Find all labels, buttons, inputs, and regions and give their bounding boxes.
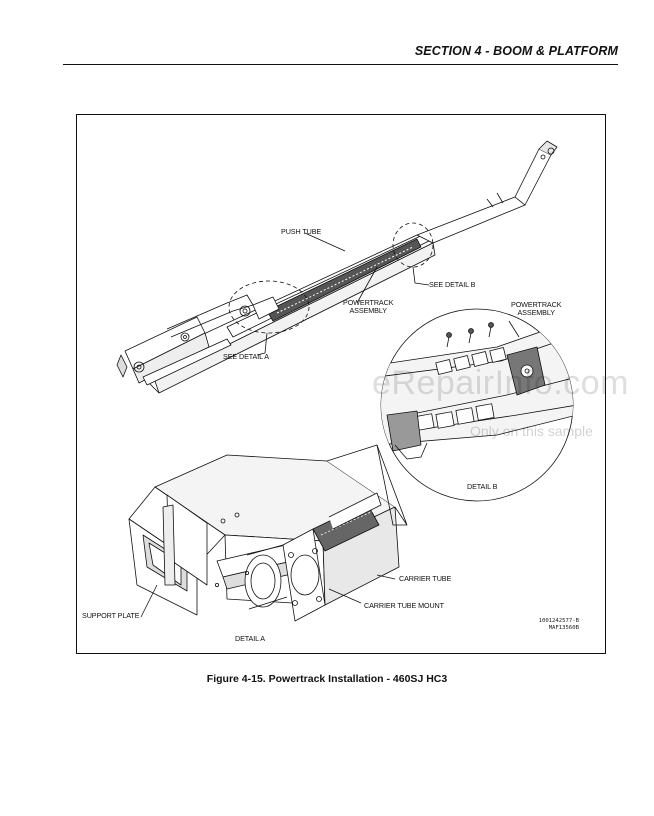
watermark-site: eRepairInfo.com <box>372 364 629 402</box>
label-powertrack-line2: ASSEMBLY <box>349 306 387 315</box>
detail-b-illustration <box>380 308 574 502</box>
boom-illustration <box>116 140 558 394</box>
label-powertrack-detail-line2: ASSEMBLY <box>517 308 555 317</box>
figure-frame: PUSH TUBE SEE DETAIL B POWERTRACK ASSEMB… <box>76 114 606 654</box>
label-support-plate: SUPPORT PLATE <box>82 611 140 620</box>
label-detail-b: DETAIL B <box>467 482 498 491</box>
label-push-tube: PUSH TUBE <box>281 227 322 236</box>
label-powertrack-assembly-main: POWERTRACK ASSEMBLY <box>343 299 393 315</box>
detail-a-illustration <box>128 444 408 622</box>
label-carrier-tube: CARRIER TUBE <box>399 574 452 583</box>
drawing-code: MAF13560B <box>548 625 579 631</box>
header-rule <box>63 64 618 65</box>
section-title: SECTION 4 - BOOM & PLATFORM <box>414 44 618 58</box>
figure-caption: Figure 4-15. Powertrack Installation - 4… <box>206 673 448 685</box>
label-see-detail-b: SEE DETAIL B <box>429 280 476 289</box>
label-powertrack-assembly-detail: POWERTRACK ASSEMBLY <box>511 301 561 317</box>
watermark-note: Only on this sample <box>470 423 593 439</box>
drawing-codes: 1001242577-B MAF13560B <box>497 618 579 632</box>
label-see-detail-a: SEE DETAIL A <box>223 352 269 361</box>
figure-drawing <box>116 140 574 622</box>
drawing-code: 1001242577-B <box>538 618 579 624</box>
label-detail-a: DETAIL A <box>235 634 265 643</box>
label-powertrack-line1: POWERTRACK <box>343 298 394 307</box>
label-carrier-tube-mount: CARRIER TUBE MOUNT <box>364 601 444 610</box>
label-powertrack-detail-line1: POWERTRACK <box>511 300 562 309</box>
